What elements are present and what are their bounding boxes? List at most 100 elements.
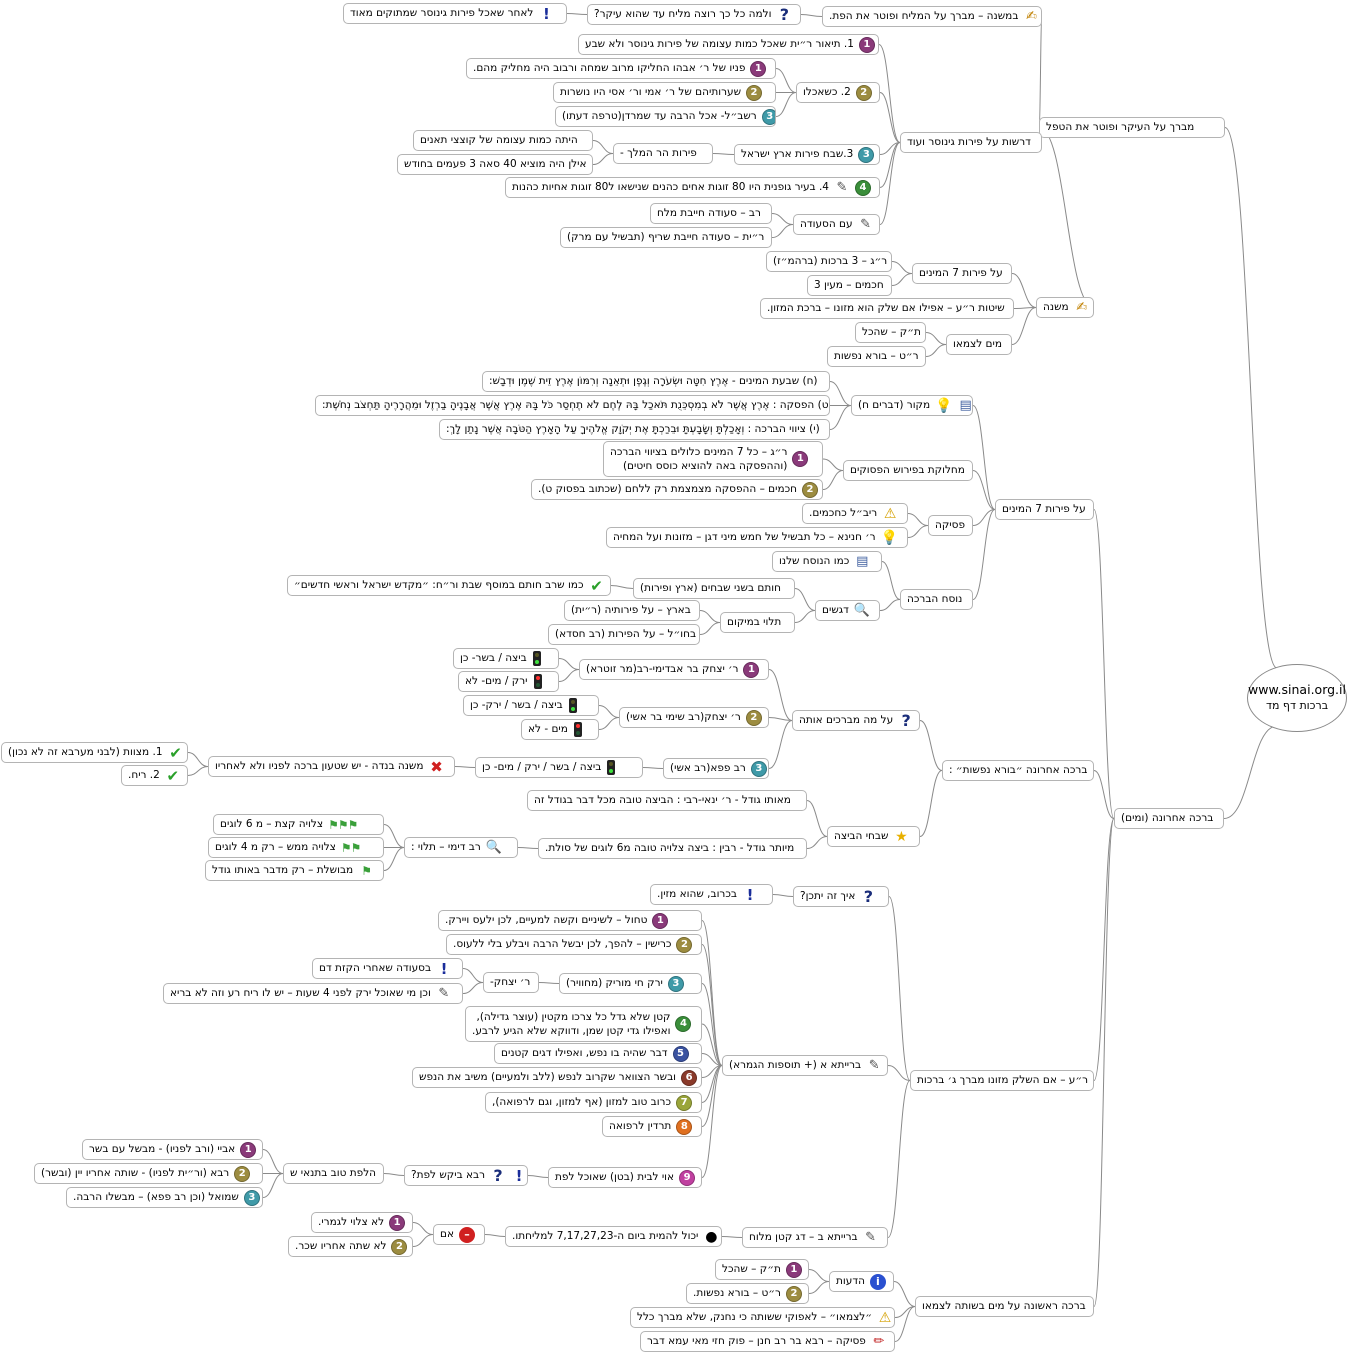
root-node[interactable]: www.sinai.org.il ברכות דף מד — [1247, 664, 1347, 732]
node-b3d2[interactable]: 🔍דגשים — [815, 600, 880, 621]
node-b7c[interactable]: ✏פסיקה – רבא בר רב חנן – פוק חזי מאי עמא… — [640, 1331, 895, 1352]
node-b2a1[interactable]: ר״ג – 3 ברכות (ברהמ״ז) — [766, 251, 892, 272]
node-b6c1[interactable]: ●יכול להמית ביום ה-7,17,27,23 למליחתו. — [505, 1226, 722, 1247]
node-b6c1a[interactable]: –אם — [433, 1224, 485, 1245]
node-b1b3a1[interactable]: היתה כמות עצומה של קוצצי תאנים — [413, 130, 593, 151]
node-text: ברכה אחרונה (ומים) — [1121, 812, 1214, 824]
node-b3d1[interactable]: ▤כמו הנוסח שלנו — [772, 551, 882, 572]
node-b4a3a1a[interactable]: ✔1. מצוות (לבני מערבא זה לא נכון) — [1, 742, 188, 763]
node-b1[interactable]: מברך על העיקר ופוטר את הטפל — [1039, 117, 1225, 138]
node-b2c[interactable]: מים לצמאו — [946, 334, 1012, 355]
node-b3a3[interactable]: (י) ציווי הברכה : וְאָכַלְתָּ וְשָׂבָעְת… — [439, 419, 830, 440]
node-b3a2[interactable]: (ט) הפסקה : אֶרֶץ אֲשֶׁר לֹא בְמִסְכֵּנֻ… — [315, 395, 830, 416]
node-b1b5b[interactable]: ר״ית – סעודה חייבת שריף (תבשיל עם מרק) — [560, 227, 772, 248]
node-b4b1[interactable]: מאותו גודל - ר׳ ינאי-רבי : הביצה טובה מכ… — [527, 790, 807, 811]
node-b2a[interactable]: על פירות 7 המינים — [912, 263, 1012, 284]
node-b4b2a[interactable]: 🔍רב דימי – תלוי : — [404, 837, 518, 858]
node-b1b3a2[interactable]: אילן היה מוציא 40 סאה 3 פעמים בחודש — [397, 154, 593, 175]
node-b6c[interactable]: ✎ברייתא ב – דג קטן מלוח — [742, 1227, 888, 1248]
node-b1b4[interactable]: 4✎4. בעיר גופנית היו 80 זוגות אחים כהנים… — [505, 177, 880, 198]
node-b1b5[interactable]: ✎עם הסעודה — [793, 214, 880, 235]
node-b3a[interactable]: ▤💡מקור (דברים ח) — [851, 395, 973, 416]
node-b6a[interactable]: ?איך זה יתכן? — [793, 886, 889, 907]
node-b4a3a1[interactable]: ✖משנה בנדה - יש שטעון ברכה לפניו ולא לאח… — [208, 756, 455, 777]
node-b6a1[interactable]: !בכרוב, שהוא מזין. — [650, 884, 773, 905]
node-b6[interactable]: ר״ע – אם השלק מזונו מברך ג׳ ברכות — [910, 1070, 1094, 1091]
node-b6b9a1[interactable]: הלפת טוב בתנאי ש — [283, 1163, 384, 1184]
node-b6b3a1[interactable]: !בסעודה שאחרי הקזת דם — [312, 958, 463, 979]
node-b3d2b2[interactable]: בחו״ל – על הפירות (רב חסדא) — [548, 624, 700, 645]
node-b4b2a1[interactable]: ⚑⚑⚑צלויה קצת – מ 6 לוגים — [213, 814, 384, 835]
node-b3d2b[interactable]: תלוי במיקום — [720, 612, 795, 633]
node-b4b2[interactable]: מיותר גודל - רבין : ביצה צלויה טובה מ6 ל… — [538, 838, 807, 859]
node-b4a3a1b[interactable]: ✔2. ריח. — [121, 765, 188, 786]
node-b3d2b1[interactable]: בארץ – על פירותיה (ר״ית) — [564, 600, 700, 621]
node-b3d[interactable]: נוסח הברכה — [900, 589, 973, 610]
node-b6b[interactable]: ✎ברייתא א (+ תוספות הגמרא) — [722, 1055, 888, 1076]
node-b1b5a[interactable]: רב – סעודה חייבת מלח — [650, 203, 772, 224]
node-b1b3a[interactable]: פירות הר המלך - — [613, 143, 713, 164]
node-b2[interactable]: ✍משנה — [1036, 297, 1094, 318]
node-b2c1[interactable]: ת״ק – שהכל — [855, 322, 926, 343]
node-b1b[interactable]: דרשות על פירות גינוסר ועוד — [900, 132, 1042, 153]
node-b2a2[interactable]: חכמים – מעין 3 — [807, 275, 892, 296]
node-b4a1b[interactable]: ירק / מים- לא — [458, 671, 559, 692]
node-b4a[interactable]: ?על מה מברכים אותה — [792, 710, 920, 731]
node-b3[interactable]: על פירות 7 המינים — [995, 499, 1094, 520]
node-b6b3a[interactable]: ר׳ יצחק- — [483, 972, 539, 993]
node-b3b[interactable]: מחלוקת בפירוש הפסוקים — [843, 460, 973, 481]
node-b5[interactable]: ברכה אחרונה (ומים) — [1114, 808, 1224, 829]
node-b6b9a[interactable]: !?רבא ביקש לפת? — [404, 1165, 528, 1186]
node-b3c2[interactable]: 💡ר׳ חנינא – כל תבשיל של חמש מיני דגן – מ… — [606, 527, 908, 548]
node-b3a1[interactable]: (ח) שבעת המינים - אֶרֶץ חִטָּה וּשְׂעֹרָ… — [482, 371, 830, 392]
node-b4a2a[interactable]: ביצה / בשר / ירק- כן — [463, 695, 599, 716]
node-b2c2[interactable]: ר״ט – בורא נפשות — [827, 346, 926, 367]
node-b7b[interactable]: ⚠״לצמאו״ – לאפוקי ששותה כי נחנק, שלא מבר… — [630, 1307, 895, 1328]
node-b6b3a2[interactable]: ✎וכן מי שאוכל ירק לפני 4 שעות – יש לו רי… — [163, 983, 463, 1004]
node-b2b[interactable]: שיטות ר״ע – אפילו אם שלק הוא מזונו – ברכ… — [760, 298, 1014, 319]
node-b4a1a[interactable]: ביצה / בשר- כן — [453, 648, 559, 669]
node-b4b2a3[interactable]: ⚑מבושלת – רק מדבר באותו גודל — [205, 860, 384, 881]
node-b3c[interactable]: פסיקה — [928, 515, 973, 536]
node-b1a1[interactable]: ?ולמה כל כך רוצה מליח עד שהוא עיקר? — [587, 4, 801, 25]
node-b4b2a2[interactable]: ⚑⚑צלויה ממש – רק מ 4 לוגים — [208, 837, 384, 858]
node-b7[interactable]: ברכה ראשונה על מים בשותה לצמאו — [915, 1296, 1094, 1317]
node-b3c1[interactable]: ⚠ריב״ל כחכמים. — [802, 503, 908, 524]
node-b4b[interactable]: ★שבחי הביצה — [827, 826, 920, 847]
node-b1a1a[interactable]: !לאחר שאכל פירות גינוסר שמתוקים מאוד — [343, 3, 567, 24]
node-b3d2a1[interactable]: ✔כמו שרב חותם במוסף שבת ור״ח: ״מקדש ישרא… — [287, 575, 611, 596]
node-b4[interactable]: ברכה אחרונה ״בורא נפשות״ : — [942, 760, 1094, 781]
node-b4a2b[interactable]: מים - לא — [521, 719, 599, 740]
node-b4a3a[interactable]: ביצה / בשר / ירק / מים- כן — [475, 757, 643, 778]
node-b3d2a[interactable]: חותם בשני שבחים (ארץ ופירות) — [633, 578, 795, 599]
node-b1a[interactable]: ✍במשנה – מברך על המליח ופוטר את הפת. — [822, 6, 1042, 27]
